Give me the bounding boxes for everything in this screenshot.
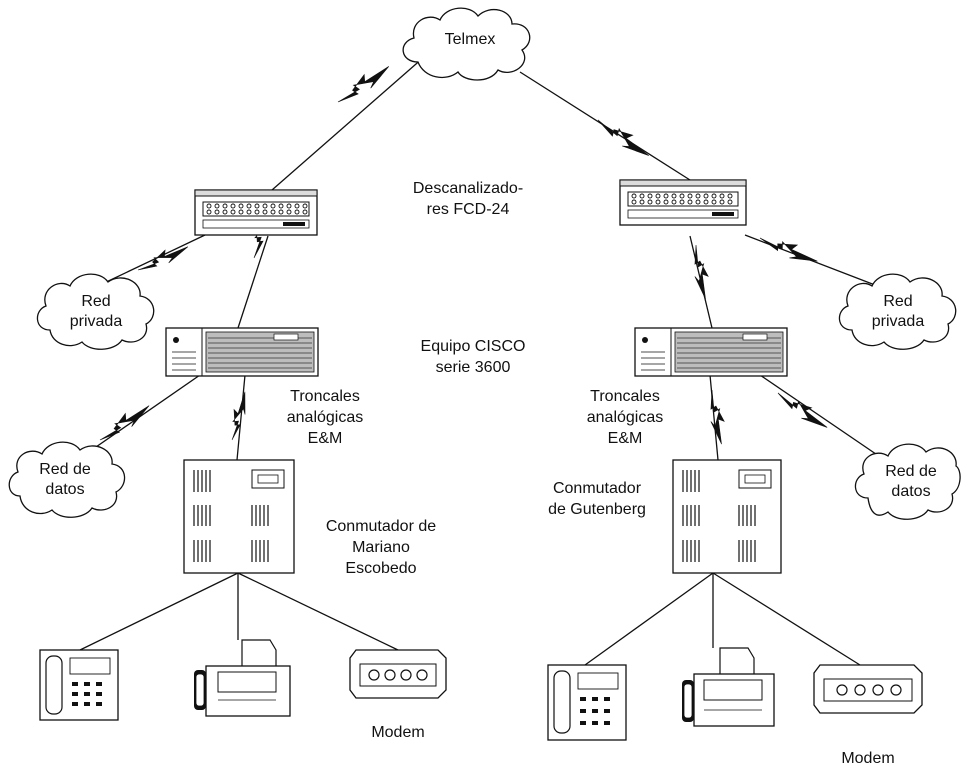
telephone-icon: [39, 649, 119, 721]
channel-bank-icon: [619, 179, 747, 226]
fax-icon: [682, 647, 775, 727]
cloud-icon: [854, 443, 961, 520]
red-datos-left-line-2: datos: [45, 481, 85, 498]
conmutador-right-line-1: Conmutador: [552, 480, 642, 497]
descanalizadores-label: Descanalizado- res FCD-24: [388, 178, 548, 220]
pbx-switch-icon: [672, 459, 782, 574]
descanalizadores-line-1: Descanalizado-: [412, 180, 524, 197]
channel-bank-icon: [194, 189, 318, 236]
troncales-right-label: Troncales analógicas E&M: [570, 386, 680, 449]
red-privada-right-line-2: privada: [871, 313, 925, 330]
troncales-left-line-3: E&M: [307, 430, 343, 447]
troncales-right-line-2: analógicas: [586, 409, 664, 426]
telmex-label-text: Telmex: [444, 31, 496, 48]
lightning-link-icon: [333, 60, 394, 109]
telmex-label: Telmex: [430, 30, 510, 50]
descanalizadores-line-2: res FCD-24: [426, 201, 510, 218]
cisco-line-1: Equipo CISCO: [420, 338, 526, 355]
lightning-link-icon: [689, 243, 713, 301]
red-privada-left-line-2: privada: [69, 313, 123, 330]
router-icon: [165, 327, 319, 377]
cisco-label: Equipo CISCO serie 3600: [398, 336, 548, 378]
conmutador-right-line-2: de Gutenberg: [548, 501, 646, 518]
red-datos-right-label: Red de datos: [866, 462, 956, 502]
cisco-line-2: serie 3600: [435, 359, 511, 376]
cloud-icon: [402, 7, 531, 81]
modem-right-label: Modem: [820, 748, 916, 769]
red-privada-right-label: Red privada: [854, 292, 942, 332]
red-privada-right-line-1: Red: [883, 293, 913, 310]
cloud-icons: [8, 7, 961, 520]
red-privada-left-line-1: Red: [81, 293, 111, 310]
conmutador-left-line-2: Mariano: [352, 539, 410, 556]
red-datos-right-line-1: Red de: [885, 463, 937, 480]
conmutador-right-label: Conmutador de Gutenberg: [532, 478, 662, 520]
lightning-link-icon: [225, 389, 251, 442]
conmutador-left-line-3: Escobedo: [345, 560, 417, 577]
modem-icon: [813, 664, 923, 714]
pbx-switch-icon: [183, 459, 295, 574]
cloud-icon: [36, 273, 155, 350]
troncales-left-label: Troncales analógicas E&M: [270, 386, 380, 449]
modem-right-text: Modem: [841, 750, 895, 767]
lightning-link-icon: [756, 230, 821, 269]
lightning-link-icon: [773, 386, 832, 434]
troncales-right-line-3: E&M: [607, 430, 643, 447]
red-privada-left-label: Red privada: [52, 292, 140, 332]
modem-icon: [349, 649, 447, 699]
router-icon: [634, 327, 788, 377]
red-datos-left-line-1: Red de: [39, 461, 91, 478]
cloud-icon: [8, 441, 126, 518]
troncales-right-line-1: Troncales: [590, 388, 660, 405]
troncales-left-line-1: Troncales: [290, 388, 360, 405]
troncales-left-line-2: analógicas: [286, 409, 364, 426]
red-datos-right-line-2: datos: [891, 483, 931, 500]
lightning-link-icons: [95, 60, 832, 447]
modem-left-text: Modem: [371, 724, 425, 741]
conmutador-left-line-1: Conmutador de: [325, 518, 437, 535]
lightning-link-icon: [705, 388, 729, 446]
lightning-link-icon: [95, 399, 154, 447]
conmutador-left-label: Conmutador de Mariano Escobedo: [306, 516, 456, 579]
red-datos-left-label: Red de datos: [20, 460, 110, 500]
modem-left-label: Modem: [350, 722, 446, 743]
cloud-icon: [838, 273, 957, 350]
fax-icon: [194, 639, 291, 717]
telephone-icon: [547, 664, 627, 741]
